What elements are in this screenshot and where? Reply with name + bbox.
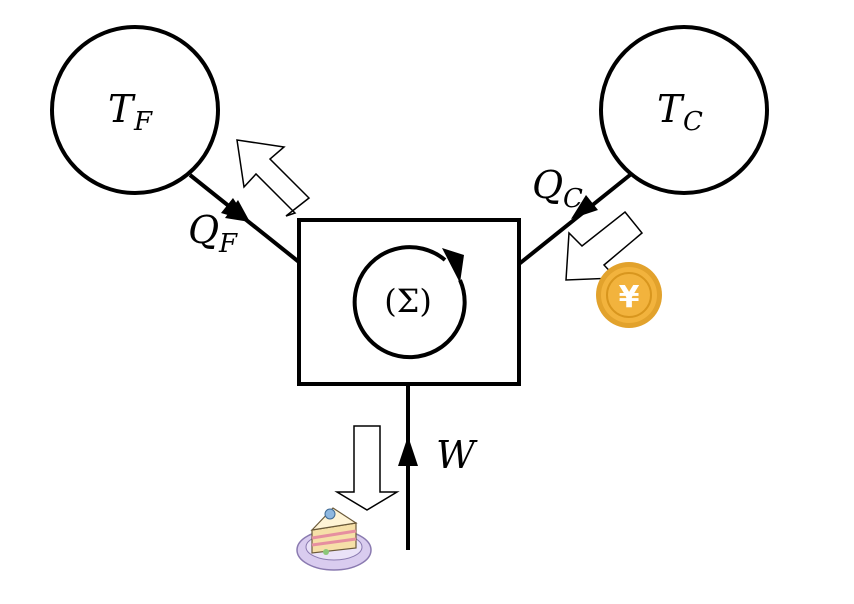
cake-layer-1 — [311, 529, 357, 540]
cycle-arrowhead-icon — [442, 248, 464, 283]
cold-reservoir-circle — [599, 25, 769, 195]
hot-reservoir-circle — [50, 25, 220, 195]
work-flow-hollow-arrow-icon — [334, 425, 400, 511]
cake-layer-2 — [311, 537, 357, 547]
cake-garnish — [323, 549, 329, 555]
work-arrowhead-icon — [398, 436, 418, 466]
heat-cold-subscript: C — [563, 184, 583, 214]
hot-reservoir-subscript: F — [133, 107, 153, 137]
cake-icon — [296, 507, 372, 571]
coin-inner-ring — [606, 272, 652, 318]
cake-top — [310, 507, 358, 531]
hot-heat-arrowhead-fill — [225, 200, 250, 222]
heat-hot-subscript: F — [218, 229, 238, 259]
cycle-indicator — [352, 245, 467, 360]
cold-heat-arrowhead-icon — [571, 195, 598, 219]
hot-reservoir: T F — [50, 25, 220, 195]
cold-heat-line — [517, 173, 632, 266]
cold-flow-hollow-arrow-icon — [565, 210, 644, 281]
work-symbol: W — [436, 433, 478, 477]
cold-reservoir-symbol: T — [657, 87, 685, 131]
cycle-arc — [352, 245, 467, 360]
coin-symbol: ¥ — [619, 280, 640, 315]
hot-reservoir-symbol: T — [108, 87, 136, 131]
cold-reservoir: T C — [599, 25, 769, 195]
heat-cold-symbol: Q — [532, 163, 563, 207]
cake-cream — [324, 508, 336, 520]
coin-icon: ¥ — [596, 262, 662, 328]
system-label: (Σ) — [384, 282, 432, 320]
coin-face — [601, 267, 657, 323]
hot-flow-hollow-arrow-icon — [236, 139, 311, 217]
heat-hot-symbol: Q — [188, 208, 219, 252]
cold-reservoir-subscript: C — [683, 107, 703, 137]
